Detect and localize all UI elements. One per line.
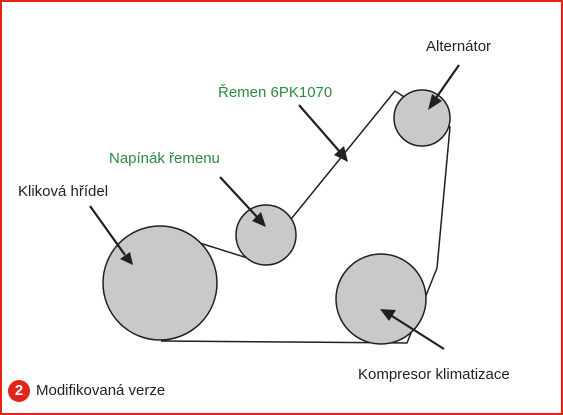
alternator-label: Alternátor <box>426 38 492 55</box>
ac-compressor-label: Kompresor klimatizace <box>358 366 510 383</box>
figure-caption: Modifikovaná verze <box>36 382 166 399</box>
crankshaft-arrow <box>89 205 133 265</box>
crankshaft-pulley <box>102 225 218 341</box>
belt-label: Řemen 6PK1070 <box>218 84 333 101</box>
crankshaft-label: Kliková hřídel <box>18 183 109 200</box>
tensioner-arrow <box>219 176 266 227</box>
ac-compressor-arrow <box>380 309 445 350</box>
ac-compressor-pulley <box>335 253 427 345</box>
alternator-pulley <box>393 89 451 147</box>
figure-number-badge: 2 <box>8 380 30 402</box>
alternator-arrow <box>428 64 460 110</box>
belt-arrow <box>298 104 348 162</box>
tensioner-pulley <box>235 204 297 266</box>
tensioner-label: Napínák řemenu <box>109 150 220 167</box>
